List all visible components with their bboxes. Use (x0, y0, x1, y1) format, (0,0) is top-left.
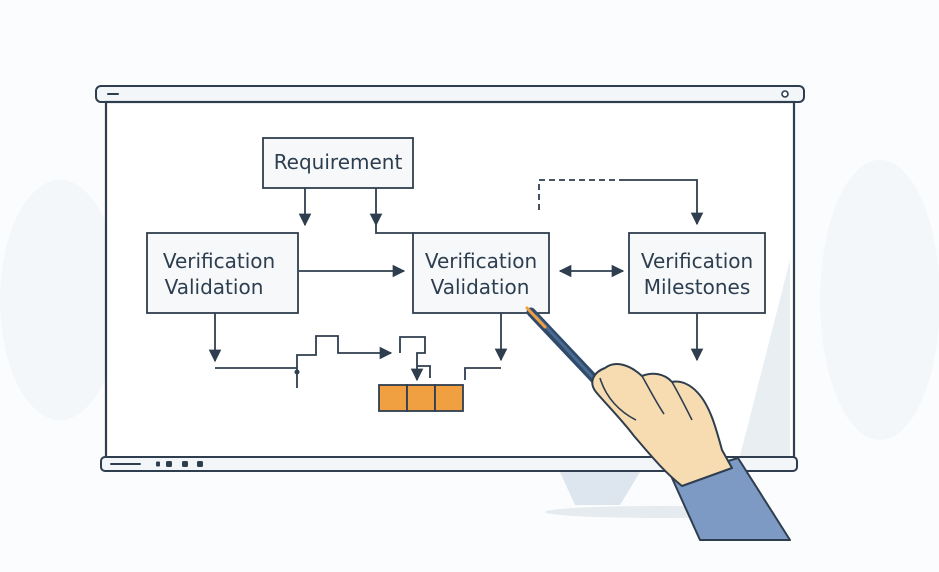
pointer-pen-icon (525, 306, 605, 390)
finger-line (671, 381, 693, 421)
top-right-connector (620, 179, 704, 226)
hand-icon (591, 363, 791, 541)
board-right-shade (740, 260, 790, 456)
center-bottom-path (464, 367, 501, 380)
orange-block-group[interactable] (378, 384, 464, 412)
dashed-connector (538, 179, 620, 210)
right-box-line1: Verification (641, 249, 753, 273)
orange-block (406, 384, 436, 412)
hand-shape (591, 363, 733, 487)
requirement-label: Requirement (274, 150, 403, 174)
tray-button[interactable] (197, 461, 203, 467)
step-path-right (399, 336, 426, 382)
right-box-line2: Milestones (644, 275, 751, 299)
connectors (208, 179, 704, 388)
thumb (599, 377, 637, 421)
finger-line (641, 375, 665, 415)
tray-button[interactable] (182, 461, 188, 467)
requirement-box[interactable]: Requirement (262, 137, 414, 189)
background-shading (0, 160, 939, 440)
board-stand-shadow (560, 472, 640, 505)
left-box-line2: Validation (165, 275, 264, 299)
right-verification-box[interactable]: Verification Milestones (628, 232, 766, 314)
bottom-tray (100, 456, 798, 472)
center-verification-box[interactable]: Verification Validation (412, 232, 550, 314)
req-to-center-path (375, 225, 413, 234)
tray-controls (110, 461, 203, 467)
step-path-left (296, 335, 393, 388)
center-box-line1: Verification (425, 249, 537, 273)
orange-block (378, 384, 408, 412)
left-box-line1: Verification (163, 249, 275, 273)
junction-dot (294, 369, 300, 375)
top-bar (95, 85, 805, 103)
center-box-line2: Validation (431, 275, 530, 299)
orange-block (434, 384, 464, 412)
tray-button[interactable] (166, 461, 172, 467)
step-branch (417, 365, 431, 378)
tray-button[interactable] (156, 461, 160, 467)
window-dot-icon[interactable] (781, 90, 789, 98)
left-verification-box[interactable]: Verification Validation (146, 232, 299, 314)
